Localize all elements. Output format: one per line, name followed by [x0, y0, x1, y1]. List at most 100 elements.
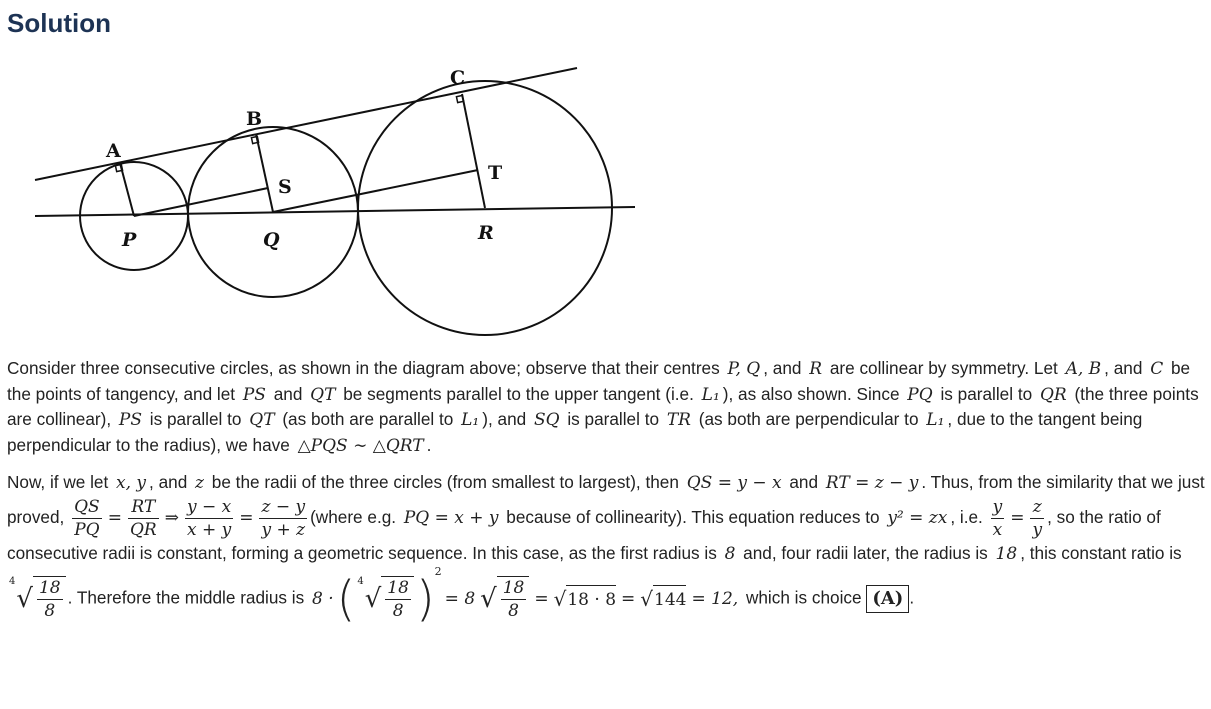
math-expression: PQ	[907, 384, 933, 405]
fraction-denominator: PQ	[74, 519, 100, 540]
fraction-numerator: z − y	[259, 496, 308, 519]
text-run: is parallel to	[562, 409, 664, 429]
radical-sign-icon: √	[553, 587, 567, 611]
text-run: Consider three consecutive circles, as s…	[7, 358, 725, 378]
text-run: (where e.g.	[310, 506, 401, 527]
radical-sign-icon: √	[16, 584, 33, 614]
text-run: are collinear by symmetry. Let	[825, 358, 1063, 378]
radicand: 18 · 8	[566, 585, 617, 613]
radical-sign-icon: √	[364, 584, 382, 614]
math-expression: =	[534, 588, 549, 609]
fraction-numerator: z	[1030, 496, 1045, 519]
label-r: R	[477, 222, 494, 244]
segment-ps	[133, 187, 269, 217]
paragraph: Now, if we let x, y, and z be the radii …	[7, 470, 1207, 632]
text-run: , and	[149, 472, 193, 492]
text-run: , i.e.	[950, 506, 988, 527]
radical-index: 4	[9, 576, 16, 587]
math-expression: P, Q	[727, 359, 761, 379]
math-expression: RT = z − y	[825, 473, 919, 493]
math-expression: L₁	[461, 410, 480, 430]
fraction-denominator: 8	[44, 601, 56, 621]
math-expression: 8	[724, 543, 736, 564]
text-run: Now, if we let	[7, 472, 114, 492]
radicand-text: 144	[654, 589, 687, 610]
text-run: be the radii of the three circles (from …	[207, 472, 684, 492]
math-expression: QT	[249, 410, 275, 430]
right-paren: )	[415, 571, 435, 627]
label-a: A	[105, 140, 121, 162]
radius-pa	[119, 162, 135, 217]
label-b: B	[246, 108, 262, 130]
segment-qt	[272, 169, 479, 213]
paragraph: Consider three consecutive circles, as s…	[7, 356, 1207, 458]
math-expression: L₁	[701, 384, 720, 405]
text-run: , so the ratio of consecutive radii is c…	[7, 506, 1161, 563]
text-run: . Therefore the middle radius is	[67, 587, 309, 608]
solution-text: Consider three consecutive circles, as s…	[7, 356, 1207, 644]
text-run: be the points of tangency, and let	[7, 358, 1191, 404]
math-radical: √144	[640, 585, 687, 613]
math-expression: =	[1010, 507, 1025, 528]
text-run: (as both are perpendicular to	[693, 409, 924, 429]
text-run: and	[784, 472, 823, 492]
text-run: and, four radii later, the radius is	[738, 542, 993, 563]
right-angle-c	[455, 94, 465, 104]
circle-r	[357, 80, 613, 336]
math-expression: A, B	[1065, 359, 1102, 379]
answer-box: (A)	[866, 584, 910, 613]
math-expression: =	[239, 507, 254, 528]
fraction-numerator: QS	[72, 496, 102, 519]
math-expression: QT	[310, 384, 336, 405]
right-angle-a	[114, 163, 124, 173]
math-expression: QS = y − x	[686, 473, 782, 493]
fraction-numerator: y	[990, 496, 1005, 519]
math-expression: x, y	[116, 473, 147, 493]
text-run: (as both are parallel to	[277, 409, 459, 429]
text-run: is parallel to	[145, 409, 247, 429]
math-expression: R	[809, 359, 823, 379]
text-run: which is choice	[741, 587, 867, 608]
math-expression: z	[195, 473, 205, 493]
fraction-denominator: 8	[392, 601, 404, 621]
page-title: Solution	[7, 8, 111, 38]
text-run: is parallel to	[935, 383, 1037, 404]
text-run: (the three points are collinear),	[7, 383, 1199, 430]
fraction-numerator: 18	[385, 578, 411, 600]
text-run: be segments parallel to the upper tangen…	[338, 383, 699, 404]
text-run: . Thus, from the similarity that we just…	[7, 472, 1205, 527]
left-paren: (	[336, 571, 356, 627]
radicand: 144	[653, 585, 687, 613]
math-expression: QR	[1039, 384, 1067, 405]
label-t: T	[488, 162, 502, 184]
radical-index: 4	[357, 576, 364, 587]
math-expression: y² = zx	[887, 507, 948, 528]
text-run: because of collinearity). This equation …	[501, 506, 885, 527]
fraction-denominator: 8	[508, 601, 519, 621]
fraction-denominator: y + z	[261, 519, 306, 540]
radicand-text: 18 · 8	[567, 589, 617, 610]
label-c: C	[450, 67, 465, 89]
math-expression: = 8	[444, 588, 476, 609]
radius-rc	[461, 93, 486, 209]
math-expression: 8 ·	[311, 588, 334, 609]
text-run: .	[426, 434, 432, 455]
upper-tangent-line	[34, 67, 578, 181]
text-run: , and	[1104, 358, 1148, 378]
radical-sign-icon: √	[480, 584, 497, 614]
fraction-denominator: x	[992, 519, 1003, 540]
math-expression: PS	[118, 410, 142, 430]
math-expression: PQ = x + y	[403, 507, 499, 528]
